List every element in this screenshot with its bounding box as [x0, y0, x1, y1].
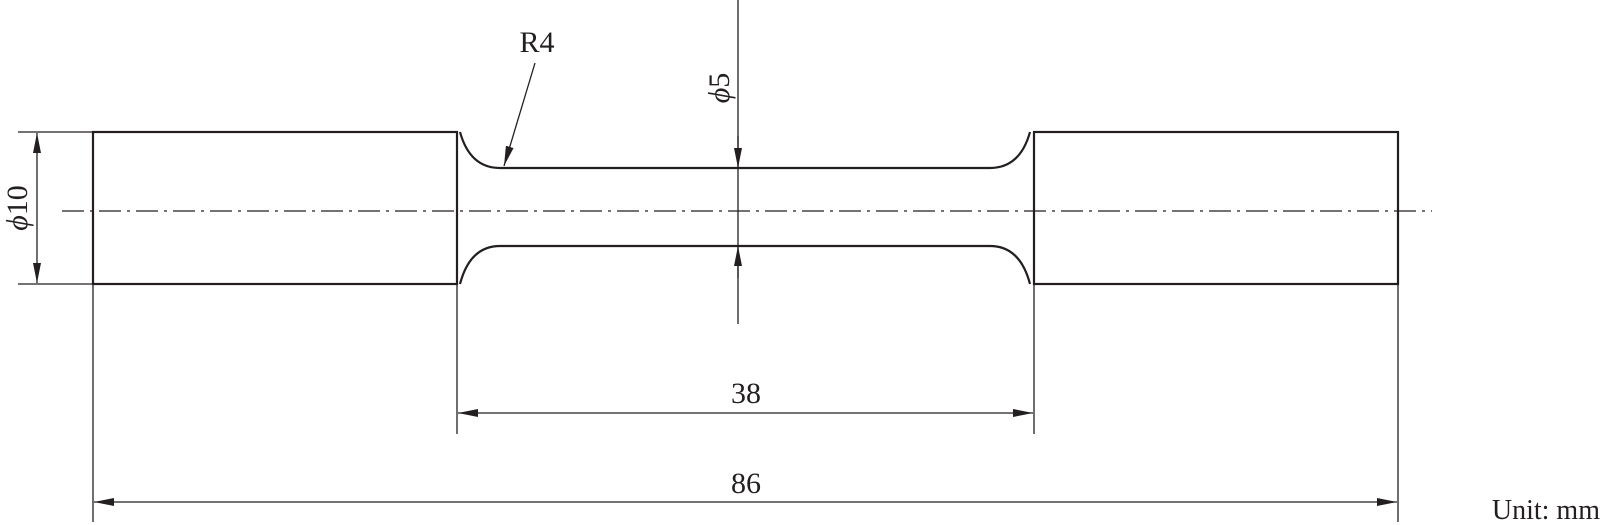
neck-bottom-edge [458, 244, 1032, 285]
right-grip-section [1032, 130, 1400, 286]
end-diameter-label: ϕ10 [1, 185, 34, 231]
overall-length-label: 86 [731, 467, 761, 500]
neck-diameter-label: ϕ5 [703, 73, 736, 104]
extension-lines [18, 0, 1399, 522]
gauge-length-label: 38 [731, 377, 761, 410]
radius-label: R4 [519, 26, 554, 59]
neck-top-edge [458, 131, 1032, 170]
radius-leader-line [503, 62, 536, 167]
unit-label: Unit: mm [1492, 495, 1600, 525]
specimen-outline [91, 130, 1400, 286]
left-grip-section [91, 130, 459, 286]
